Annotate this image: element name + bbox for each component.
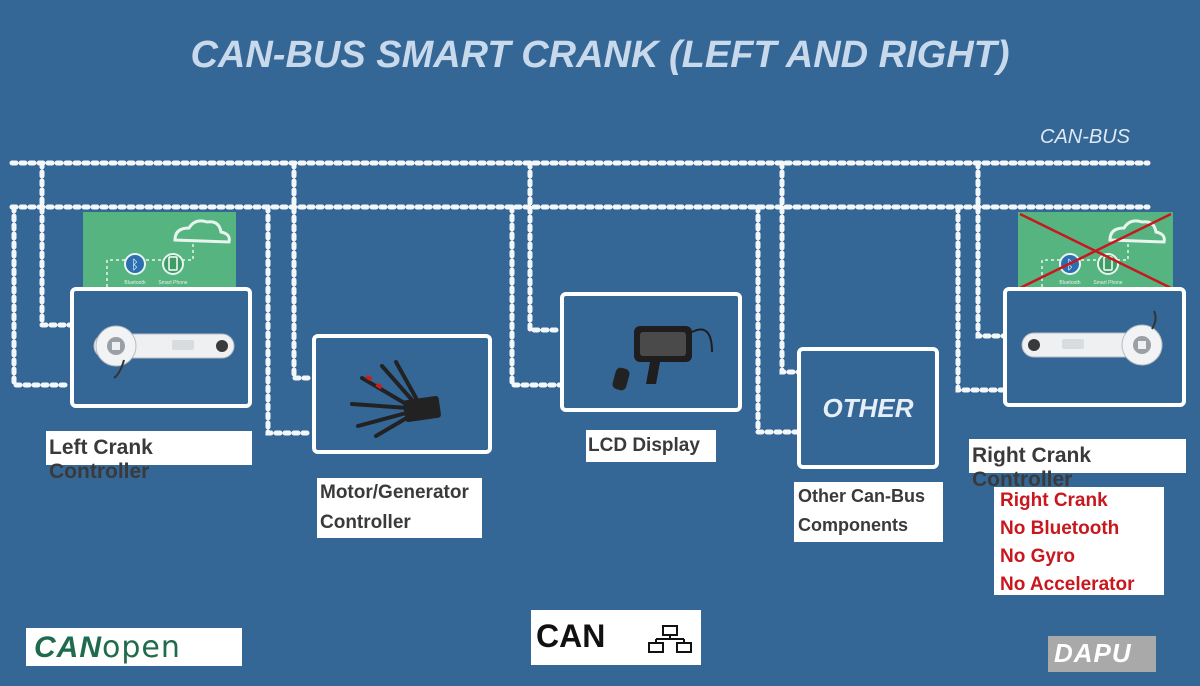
left-crank-caption: Left Crank Controller [46,431,252,483]
cross-out-line [1019,212,1172,290]
motor-wire-inner [291,160,315,381]
right-crank-box [1003,287,1186,407]
note-no-accelerator: No Accelerator [1000,574,1135,595]
svg-text:Smart Phone: Smart Phone [158,280,187,286]
note-right-crank: Right Crank [1000,490,1108,511]
other-wire-inner [779,160,803,375]
can-bus-label: CAN-BUS [1040,126,1131,148]
canopen-logo: CANopen [26,628,242,666]
other-caption-line2: Components [798,515,908,535]
lcd-display-caption: LCD Display [586,430,716,462]
right-app-panel-graphic: ᛒ Bluetooth Smart Phone [1019,212,1172,290]
lcd-wire-inner [527,160,563,333]
motor-controller-box [312,334,492,454]
dapu-logo: DAPU [1048,636,1156,672]
other-caption-line1: Other Can-Bus [798,486,926,506]
left-app-panel-graphic: ᛒ Bluetooth Smart Phone [106,219,231,290]
left-crank-wire-outer [11,204,73,388]
right-crank-wire-outer [955,204,1007,393]
note-no-gyro: No Gyro [1000,546,1075,567]
left-crank-wire-inner [39,160,73,328]
left-app-panel: ᛒ Bluetooth Smart Phone [83,212,236,290]
lcd-display-box [560,292,742,412]
svg-text:ᛒ: ᛒ [131,258,139,273]
right-crank-notes: Right Crank No Bluetooth No Gyro No Acce… [994,487,1164,595]
other-box-label: OTHER [822,392,914,423]
network-icon [648,625,692,653]
svg-text:Bluetooth: Bluetooth [1059,280,1080,286]
right-crank-wire-inner [975,160,1007,339]
motor-controller-image [350,360,441,438]
motor-caption-line1: Motor/Generator [320,482,469,503]
left-crank-image [93,325,235,379]
motor-caption-line2: Controller [320,512,411,533]
other-wire-outer [755,204,803,435]
lcd-display-image [612,326,713,391]
svg-text:Bluetooth: Bluetooth [124,280,145,286]
right-app-panel: ᛒ Bluetooth Smart Phone [1018,212,1173,290]
motor-wire-outer [265,204,315,436]
svg-text:ᛒ: ᛒ [1066,258,1074,273]
smartphone-icon [162,253,184,275]
lcd-wire-outer [509,204,563,388]
can-logo: CAN [531,610,701,665]
other-components-caption: Other Can-Bus Components [794,482,943,542]
right-crank-caption: Right Crank Controller [969,439,1186,491]
bluetooth-icon [124,253,146,275]
left-crank-box [70,287,252,408]
page-title: CAN-BUS SMART CRANK (LEFT AND RIGHT) [190,34,1010,76]
motor-controller-caption: Motor/Generator Controller [317,478,482,538]
note-no-bluetooth: No Bluetooth [1000,518,1120,539]
right-crank-image [1021,310,1162,366]
svg-text:Smart Phone: Smart Phone [1093,280,1122,286]
other-box: OTHER [797,347,939,469]
